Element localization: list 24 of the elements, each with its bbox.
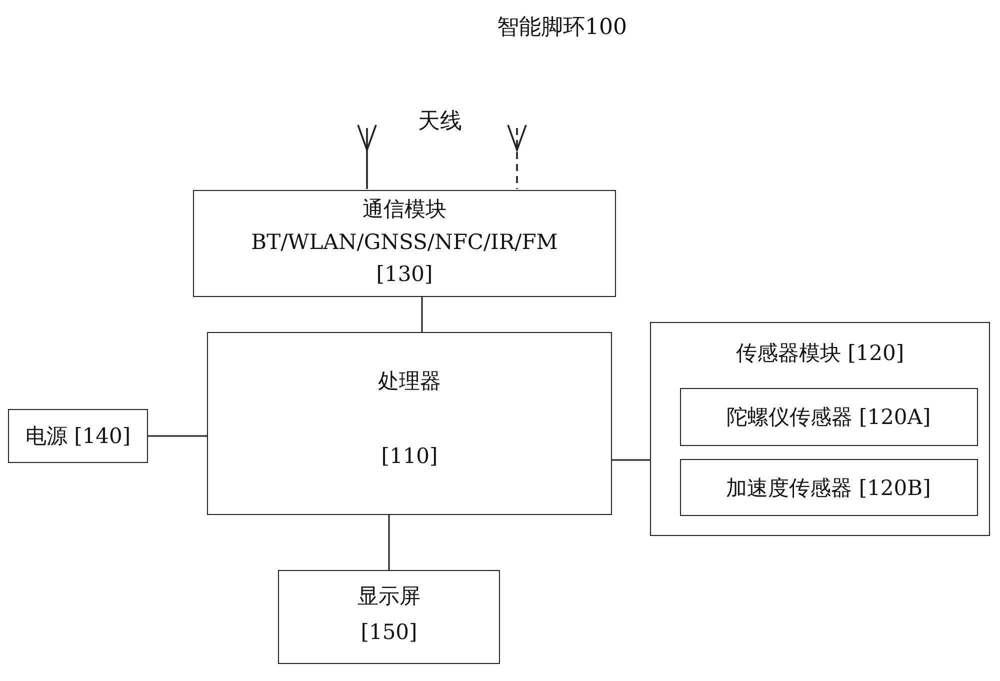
- box-text: [130]: [376, 261, 433, 287]
- box-title: 陀螺仪传感器 [120A]: [726, 404, 931, 430]
- component-box: [8, 409, 148, 463]
- box-title: 加速度传感器 [120B]: [726, 474, 931, 500]
- sensor-box: [680, 388, 978, 446]
- box-title: 传感器模块 [120]: [736, 340, 904, 366]
- connector-line: [388, 515, 390, 570]
- diagram-title: 智能脚环100: [497, 14, 627, 42]
- box-title: 通信模块: [362, 196, 446, 222]
- sensor-box: [680, 458, 978, 516]
- component-box: [207, 332, 612, 515]
- component-box: [278, 570, 500, 664]
- connector-line: [612, 459, 650, 461]
- box-title: 电源 [140]: [25, 423, 131, 449]
- connector-line: [421, 297, 423, 332]
- box-text: [110]: [381, 443, 438, 469]
- box-title: 显示屏: [358, 583, 420, 609]
- box-text: BT/WLAN/GNSS/NFC/IR/FM: [251, 229, 558, 255]
- box-text: [150]: [360, 619, 418, 645]
- module-box: [650, 322, 990, 536]
- antenna-label: 天线: [418, 108, 462, 136]
- connector-line: [148, 435, 207, 437]
- component-box: [193, 190, 616, 297]
- box-title: 处理器: [378, 368, 441, 394]
